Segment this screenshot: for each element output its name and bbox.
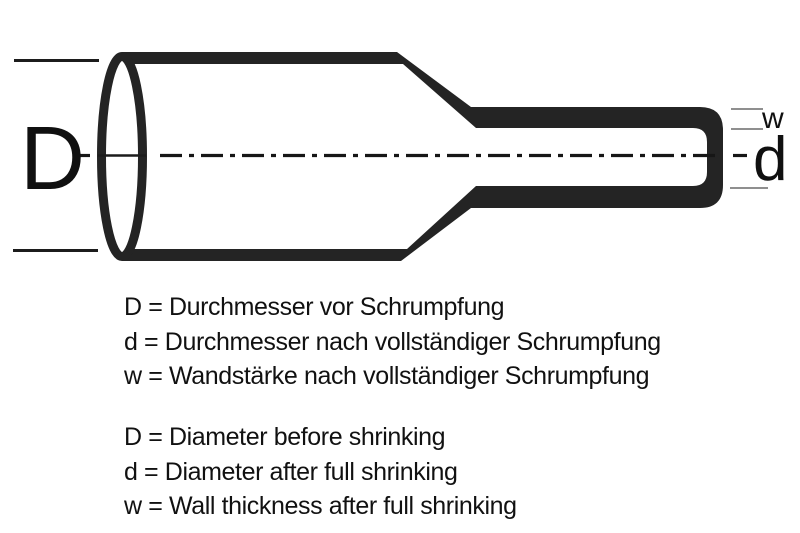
legend-english: D = Diameter before shrinking d = Diamet…	[124, 420, 517, 524]
legend-german: D = Durchmesser vor Schrumpfung d = Durc…	[124, 290, 661, 394]
label-wall-thickness: w	[761, 102, 784, 135]
label-diameter-after: d	[753, 125, 787, 194]
legend-english-line-D: D = Diameter before shrinking	[124, 423, 446, 451]
legend-english-line-w: w = Wall thickness after full shrinking	[124, 492, 517, 520]
label-diameter-before: D	[20, 109, 85, 209]
legend-german-line-d: d = Durchmesser nach vollständiger Schru…	[124, 327, 661, 356]
legend-german-line-w: w = Wandstärke nach vollständiger Schrum…	[124, 362, 650, 390]
legend-english-line-d: d = Diameter after full shrinking	[124, 457, 458, 486]
legend-german-line-D: D = Durchmesser vor Schrumpfung	[124, 293, 505, 321]
